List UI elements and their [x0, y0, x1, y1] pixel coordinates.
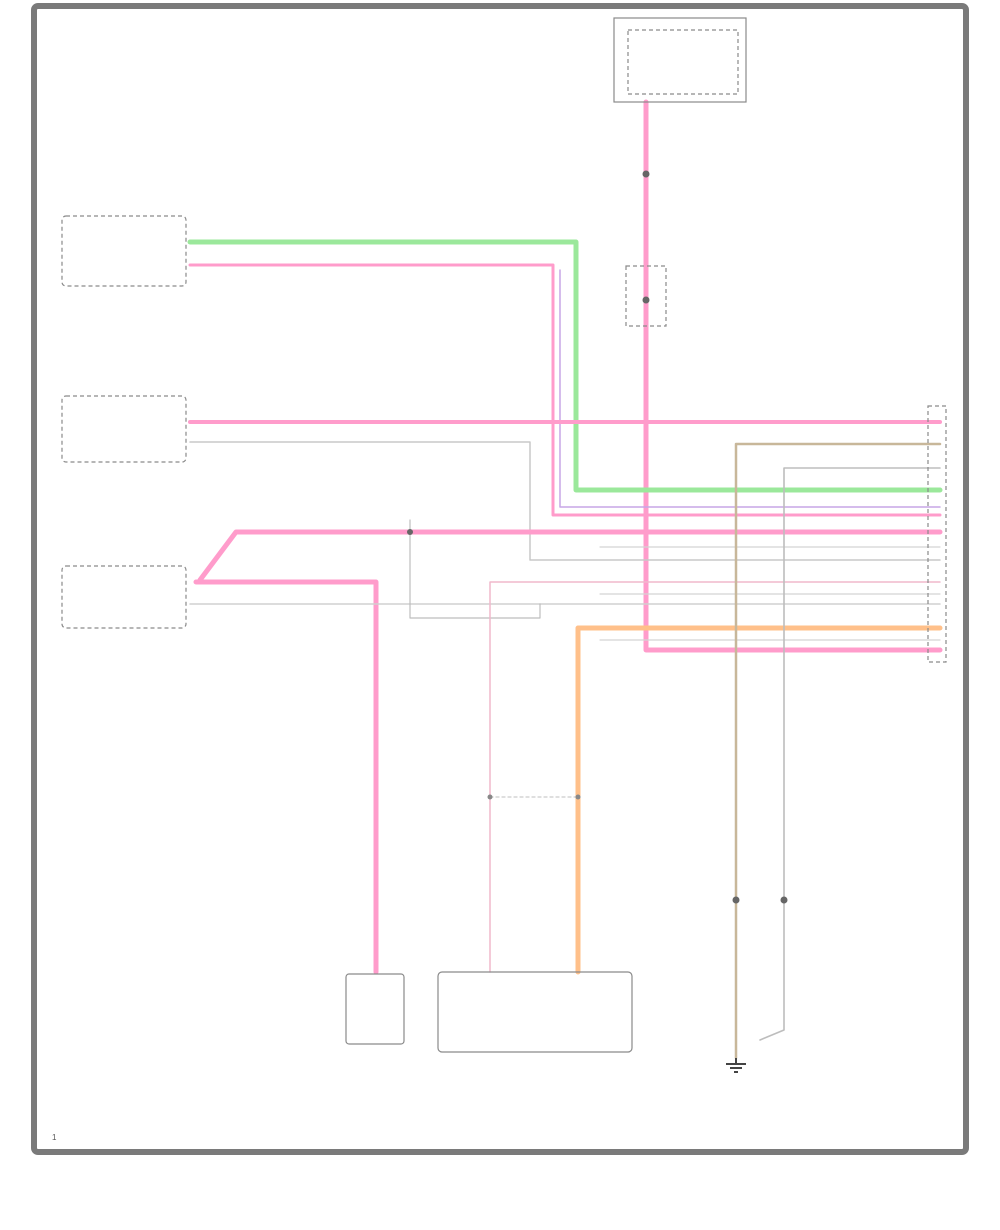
- splice-layer: [407, 170, 788, 904]
- wire-pink-top-left: [188, 263, 942, 517]
- splice-node: [487, 794, 493, 800]
- wire-layer: [187, 99, 943, 1060]
- splice-node: [642, 170, 650, 178]
- splice-node: [780, 896, 788, 904]
- module-top-left: [61, 215, 187, 287]
- wire-pink-thin-switch: [489, 581, 941, 973]
- splice-node: [642, 296, 650, 304]
- splice-node: [732, 896, 740, 904]
- wire-grey-ground: [759, 467, 941, 1041]
- wire-grey-splice: [409, 519, 541, 619]
- splice-node: [575, 794, 581, 800]
- wire-tan: [734, 442, 942, 1060]
- module-mid-left: [61, 395, 187, 463]
- wire-pink-splice: [197, 529, 943, 583]
- switch-bottom-mid: [437, 971, 633, 1053]
- fuse-block: [613, 17, 747, 103]
- wire-orange: [575, 625, 943, 975]
- wire-pink-sensor: [193, 579, 379, 975]
- ground-bottom-right: [726, 1058, 746, 1073]
- junction: [625, 265, 667, 327]
- wire-violet: [559, 269, 941, 508]
- diagram-frame: [31, 3, 969, 1155]
- splice-node: [407, 529, 413, 535]
- page-number: 1: [52, 1133, 57, 1142]
- wire-pink-main: [643, 99, 943, 653]
- module-low-left: [61, 565, 187, 629]
- sensor-bottom-left: [345, 973, 405, 1045]
- ground-symbol-icon: [726, 1058, 746, 1073]
- wire-green: [187, 239, 943, 493]
- connector-right: [927, 405, 947, 663]
